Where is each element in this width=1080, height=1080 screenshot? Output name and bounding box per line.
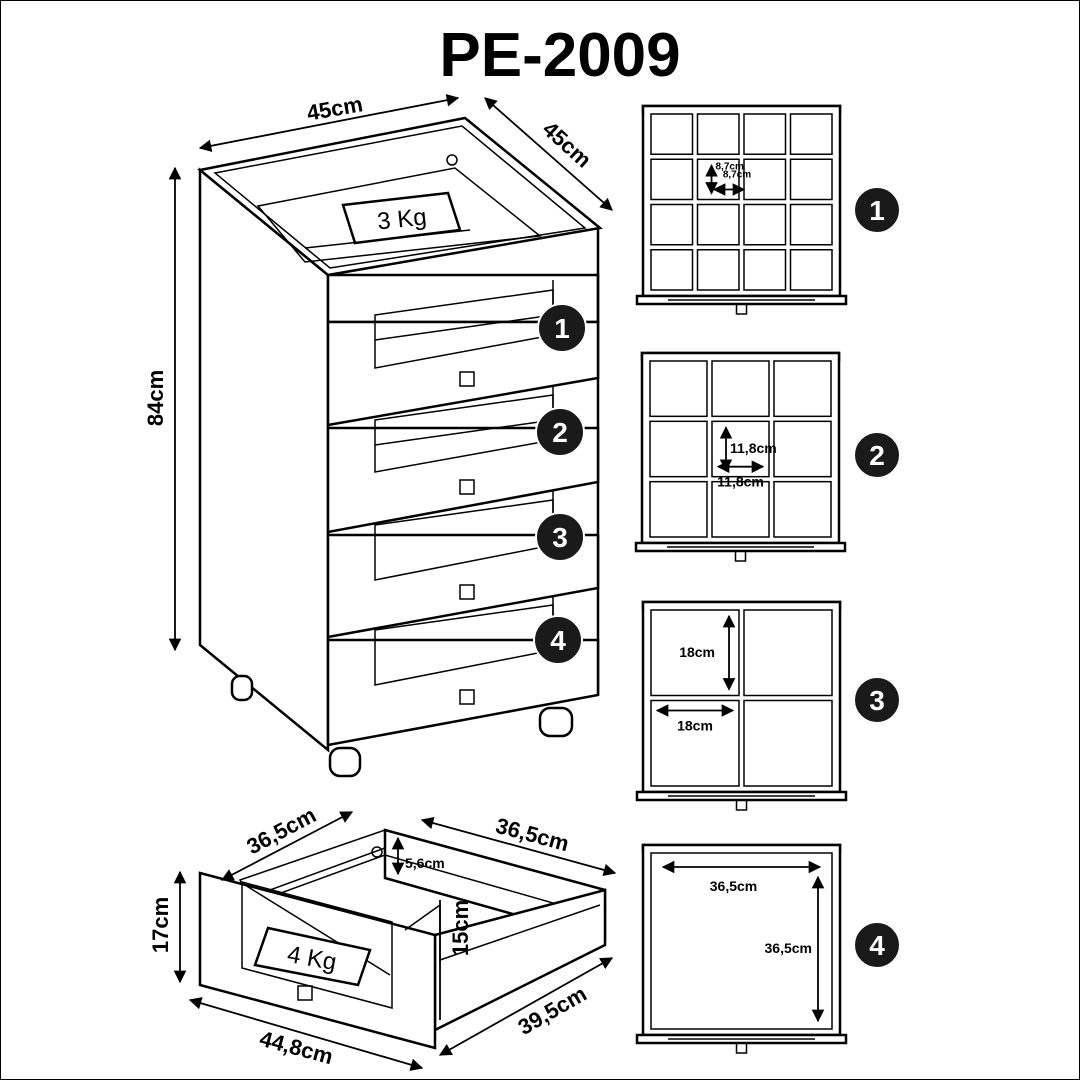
- layout-2-cell-width-label: 11,8cm: [717, 474, 764, 490]
- cabinet-badge-4: 4: [533, 615, 583, 665]
- cabinet-badge-3: 3: [535, 512, 585, 562]
- layout-badge-4: 4: [853, 921, 901, 969]
- layout-view-2: 11,8cm 11,8cm 2: [634, 351, 901, 562]
- svg-text:3 Kg: 3 Kg: [376, 203, 428, 235]
- product-title: PE-2009: [439, 21, 680, 90]
- cabinet-drawers: [326, 289, 600, 747]
- cabinet-height-label: 84cm: [143, 370, 168, 426]
- layout-view-3: 18cm 18cm 3: [635, 600, 901, 811]
- layout-3-cell-height-label: 18cm: [679, 644, 715, 660]
- layout-4-cell-width-label: 36,5cm: [710, 878, 757, 894]
- cabinet-wheels: [230, 674, 574, 778]
- drawer-height-label: 17cm: [148, 897, 173, 953]
- cabinet-badge-2: 2: [535, 407, 585, 457]
- drawer-side-length-label: 39,5cm: [514, 981, 591, 1040]
- cabinet-depth-label: 45cm: [538, 116, 597, 172]
- svg-text:3: 3: [552, 522, 568, 553]
- drawer-inner-offset-label: 5,6cm: [405, 855, 445, 871]
- layout-2-cell-height-label: 11,8cm: [730, 440, 777, 456]
- svg-text:4: 4: [869, 930, 885, 961]
- svg-text:1: 1: [554, 313, 570, 344]
- layout-1-cell-width-label: 8,7cm: [723, 170, 751, 181]
- cabinet-width-label: 45cm: [305, 91, 365, 125]
- layout-view-4: 36,5cm 36,5cm 4: [635, 843, 901, 1054]
- layout-badge-3: 3: [853, 676, 901, 724]
- svg-text:2: 2: [552, 417, 568, 448]
- svg-text:1: 1: [869, 195, 885, 226]
- drawer-inner-height-label: 15cm: [448, 900, 473, 956]
- drawer-depth-left-label: 36,5cm: [242, 802, 320, 859]
- layout-3-cell-width-label: 18cm: [677, 718, 713, 734]
- drawer-front-width-label: 44,8cm: [257, 1026, 336, 1069]
- svg-text:3: 3: [869, 685, 885, 716]
- top-weight-label: 3 Kg: [341, 191, 462, 245]
- cabinet-drawer-badges: 1 2 3 4: [533, 303, 587, 665]
- svg-text:4: 4: [550, 625, 566, 656]
- layout-4-cell-height-label: 36,5cm: [765, 940, 812, 956]
- layout-badge-1: 1: [853, 186, 901, 234]
- svg-text:2: 2: [869, 440, 885, 471]
- layout-badge-2: 2: [853, 431, 901, 479]
- layout-1-cell-height-label: 8,7cm: [716, 161, 744, 172]
- cabinet-badge-1: 1: [537, 303, 587, 353]
- drawer-layouts: 8,7cm8,7cm111,8cm11,8cm218cm18cm336,5cm3…: [634, 104, 901, 1054]
- drawer-weight-label: 4 Kg: [253, 926, 372, 987]
